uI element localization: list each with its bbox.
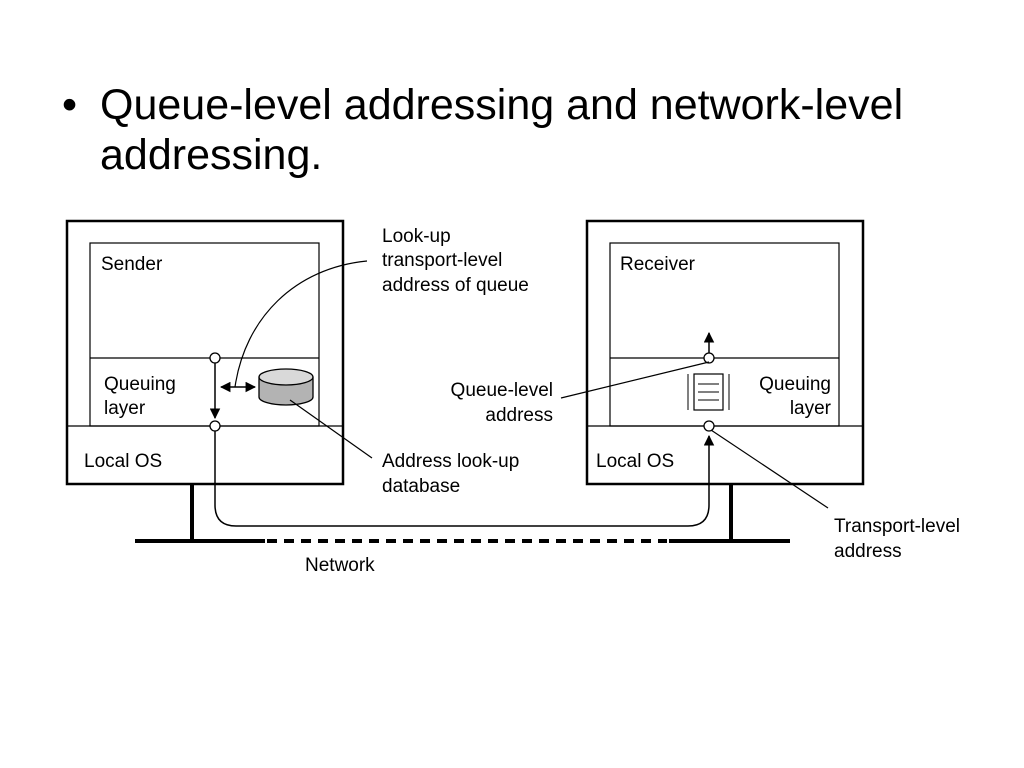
database-leader-line bbox=[289, 399, 373, 459]
bullet-symbol: • bbox=[62, 81, 78, 129]
lookup-callout-line-2: transport-level bbox=[382, 250, 502, 271]
database-cylinder-top bbox=[258, 368, 314, 386]
receiver-label: Receiver bbox=[620, 254, 696, 275]
receiver-queue-icon bbox=[687, 373, 730, 411]
transport-address-callout: Transport-level address bbox=[710, 429, 960, 562]
sender-queuing-layer-line-2: layer bbox=[104, 398, 146, 419]
receiver-queuing-layer-line-1: Queuing bbox=[759, 374, 831, 395]
database-callout: Address look-up database bbox=[289, 399, 519, 497]
receiver-transport-address-node bbox=[703, 420, 715, 432]
receiver-machine: Receiver Queuing layer Local OS bbox=[585, 219, 865, 541]
transport-address-callout-line-1: Transport-level bbox=[834, 516, 960, 537]
transport-address-leader-line bbox=[710, 429, 829, 509]
network: Network bbox=[135, 539, 790, 576]
receiver-queuing-layer-line-2: layer bbox=[790, 398, 832, 419]
sender-queue-address-node bbox=[209, 352, 221, 364]
database-callout-line-1: Address look-up bbox=[382, 451, 519, 472]
lookup-leader-line bbox=[234, 260, 368, 388]
bullet-point: • Queue-level addressing and network-lev… bbox=[56, 80, 996, 180]
message-path bbox=[209, 331, 715, 527]
lookup-callout: Look-up transport-level address of queue bbox=[234, 226, 529, 388]
receiver-app-box bbox=[609, 242, 840, 427]
network-transfer-path bbox=[214, 426, 715, 527]
queue-address-callout: Queue-level address bbox=[451, 361, 710, 426]
sender-label: Sender bbox=[101, 254, 163, 275]
queue-address-leader-line bbox=[560, 361, 710, 399]
sender-transport-address-node bbox=[209, 420, 221, 432]
sender-local-os-label: Local OS bbox=[84, 451, 162, 472]
lookup-callout-line-1: Look-up bbox=[382, 226, 451, 247]
slide-bullet-text: Queue-level addressing and network-level… bbox=[100, 81, 904, 179]
sender-machine: Sender Queuing layer Local OS bbox=[65, 219, 345, 541]
queue-address-callout-line-1: Queue-level bbox=[451, 380, 553, 401]
queue-address-callout-line-2: address bbox=[485, 405, 553, 426]
database-callout-line-2: database bbox=[382, 476, 460, 497]
sender-machine-stand bbox=[190, 484, 194, 541]
lookup-callout-line-3: address of queue bbox=[382, 275, 529, 296]
address-lookup-database-icon bbox=[219, 368, 314, 406]
receiver-local-os-label: Local OS bbox=[596, 451, 674, 472]
receiver-machine-stand bbox=[729, 484, 733, 541]
transport-address-callout-line-2: address bbox=[834, 541, 902, 562]
receiver-queue-address-node bbox=[703, 352, 715, 364]
sender-queuing-layer-line-1: Queuing bbox=[104, 374, 176, 395]
network-label: Network bbox=[305, 555, 375, 576]
